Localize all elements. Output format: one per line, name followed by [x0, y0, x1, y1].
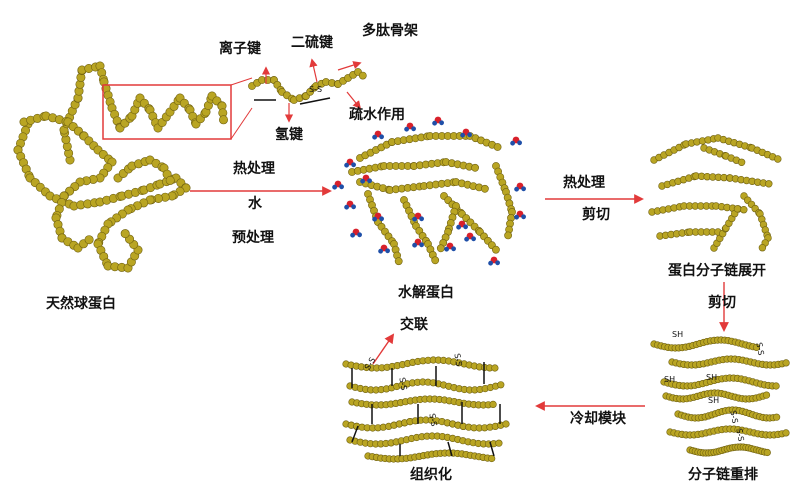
label-hydrophobic: 疏水作用 — [349, 107, 405, 123]
inset-chain-top — [248, 68, 367, 104]
water-molecule-2 — [404, 122, 416, 132]
label-water: 水 — [248, 196, 262, 212]
label-ss-inset: S-S — [309, 85, 323, 94]
label-sh-1: SH — [672, 330, 684, 339]
protein-chains — [13, 61, 790, 463]
native-chain-d — [113, 155, 175, 185]
water-molecule-8 — [344, 200, 356, 210]
hydrolyzed-chain-3 — [356, 178, 489, 194]
hydrolyzed-chain-5 — [400, 196, 440, 265]
unfolded-chain-2 — [700, 144, 746, 167]
crosslink-11 — [447, 441, 453, 457]
arrow-hydrophobic — [346, 91, 362, 110]
water-molecule-1 — [372, 130, 384, 140]
rearranged-chain-6 — [666, 425, 790, 439]
arrow-backbone — [337, 61, 362, 71]
hydrolyzed-chain-7 — [436, 202, 460, 253]
texturized-chain-6 — [364, 449, 496, 463]
unfolded-chain-5 — [656, 228, 722, 240]
label-hydrolyzed-protein: 水解蛋白 — [398, 285, 454, 301]
crosslink-9 — [351, 425, 359, 443]
highlight-box — [102, 84, 232, 140]
water-molecule-6 — [344, 158, 356, 168]
rearranged-chain-5 — [674, 406, 781, 422]
label-crosslink: 交联 — [400, 317, 428, 333]
water-molecule-11 — [378, 244, 390, 254]
label-heat-treatment: 热处理 — [233, 161, 275, 177]
label-heat-treatment-2: 热处理 — [563, 175, 605, 191]
water-molecule-16 — [514, 182, 526, 192]
unfolded-chain-7 — [710, 205, 742, 252]
water-molecule-7 — [332, 180, 344, 190]
label-polypeptide-backbone: 多肽骨架 — [362, 23, 418, 39]
texturized-chain-4 — [342, 416, 510, 432]
water-molecule-19 — [456, 220, 468, 230]
hydrolyzed-chain-2 — [348, 158, 479, 176]
label-disulfide-bond: 二硫键 — [291, 35, 333, 51]
label-sh-3: SH — [706, 373, 718, 382]
label-cooling-die: 冷却模块 — [570, 411, 626, 427]
texturized-chain-5 — [346, 432, 503, 448]
water-molecule-15 — [488, 256, 500, 266]
label-sh-4: SH — [708, 396, 720, 405]
zoom-line-bottom — [230, 107, 253, 140]
texturized-chain-3 — [348, 395, 497, 409]
texturized-chain-2 — [346, 378, 505, 394]
texturized-chain-1 — [342, 356, 499, 372]
label-ss-b: S-S — [728, 409, 740, 425]
water-molecule-12 — [412, 238, 424, 248]
water-molecule-4 — [460, 128, 472, 138]
inset-hydrophobic-line — [299, 97, 331, 105]
water-molecule-17 — [514, 210, 526, 220]
water-molecule-3 — [432, 116, 444, 126]
crosslinks — [351, 362, 501, 457]
rearranged-chain-1 — [650, 336, 761, 352]
label-shear: 剪切 — [582, 207, 610, 223]
label-sh-2: SH — [664, 375, 676, 384]
native-chain-a — [59, 61, 229, 165]
hydrolyzed-chain-4 — [364, 190, 403, 266]
native-chain-c — [19, 111, 117, 253]
unfolded-chain-3 — [658, 172, 773, 190]
water-molecule-9 — [372, 212, 384, 222]
label-ss-f: S-S — [397, 376, 409, 392]
unfolded-chain-1 — [650, 134, 782, 164]
water-molecule-18 — [412, 212, 424, 222]
rearranged-chain-4 — [662, 389, 771, 403]
zoom-line-top — [230, 77, 253, 86]
water-molecule-14 — [464, 232, 476, 242]
unfolded-chain-4 — [648, 202, 748, 216]
label-ss-c: S-S — [734, 427, 746, 443]
label-ionic-bond: 离子键 — [219, 41, 261, 57]
hydrolyzed-chain-1 — [356, 132, 502, 162]
unfolded-chain-6 — [740, 192, 772, 252]
water-molecule-20 — [360, 174, 372, 184]
label-ss-g: S-S — [427, 412, 439, 428]
rearranged-chain-2 — [668, 355, 790, 369]
label-texturized: 组织化 — [410, 467, 452, 483]
label-hydrogen-bond: 氢键 — [275, 127, 303, 143]
label-ss-e: S-S — [452, 352, 464, 368]
native-chain-b — [13, 119, 191, 273]
label-ss-a: S-S — [754, 341, 766, 357]
label-rearranged-chains: 分子链重排 — [688, 467, 758, 483]
rearranged-chain-7 — [686, 443, 771, 457]
label-shear-2: 剪切 — [708, 295, 736, 311]
arrow-disulfide — [309, 58, 318, 83]
arrow-crosslink — [372, 333, 395, 365]
label-pretreatment: 预处理 — [232, 230, 274, 246]
water-molecules — [332, 116, 526, 266]
water-molecule-13 — [444, 242, 456, 252]
label-native-protein: 天然球蛋白 — [46, 296, 116, 312]
water-molecule-5 — [510, 136, 522, 146]
crosslink-12 — [489, 441, 495, 457]
label-unfolded-chains: 蛋白分子链展开 — [668, 263, 766, 279]
water-molecule-10 — [350, 228, 362, 238]
rearranged-chain-3 — [660, 374, 780, 390]
hydrolyzed-chain-8 — [492, 162, 516, 240]
